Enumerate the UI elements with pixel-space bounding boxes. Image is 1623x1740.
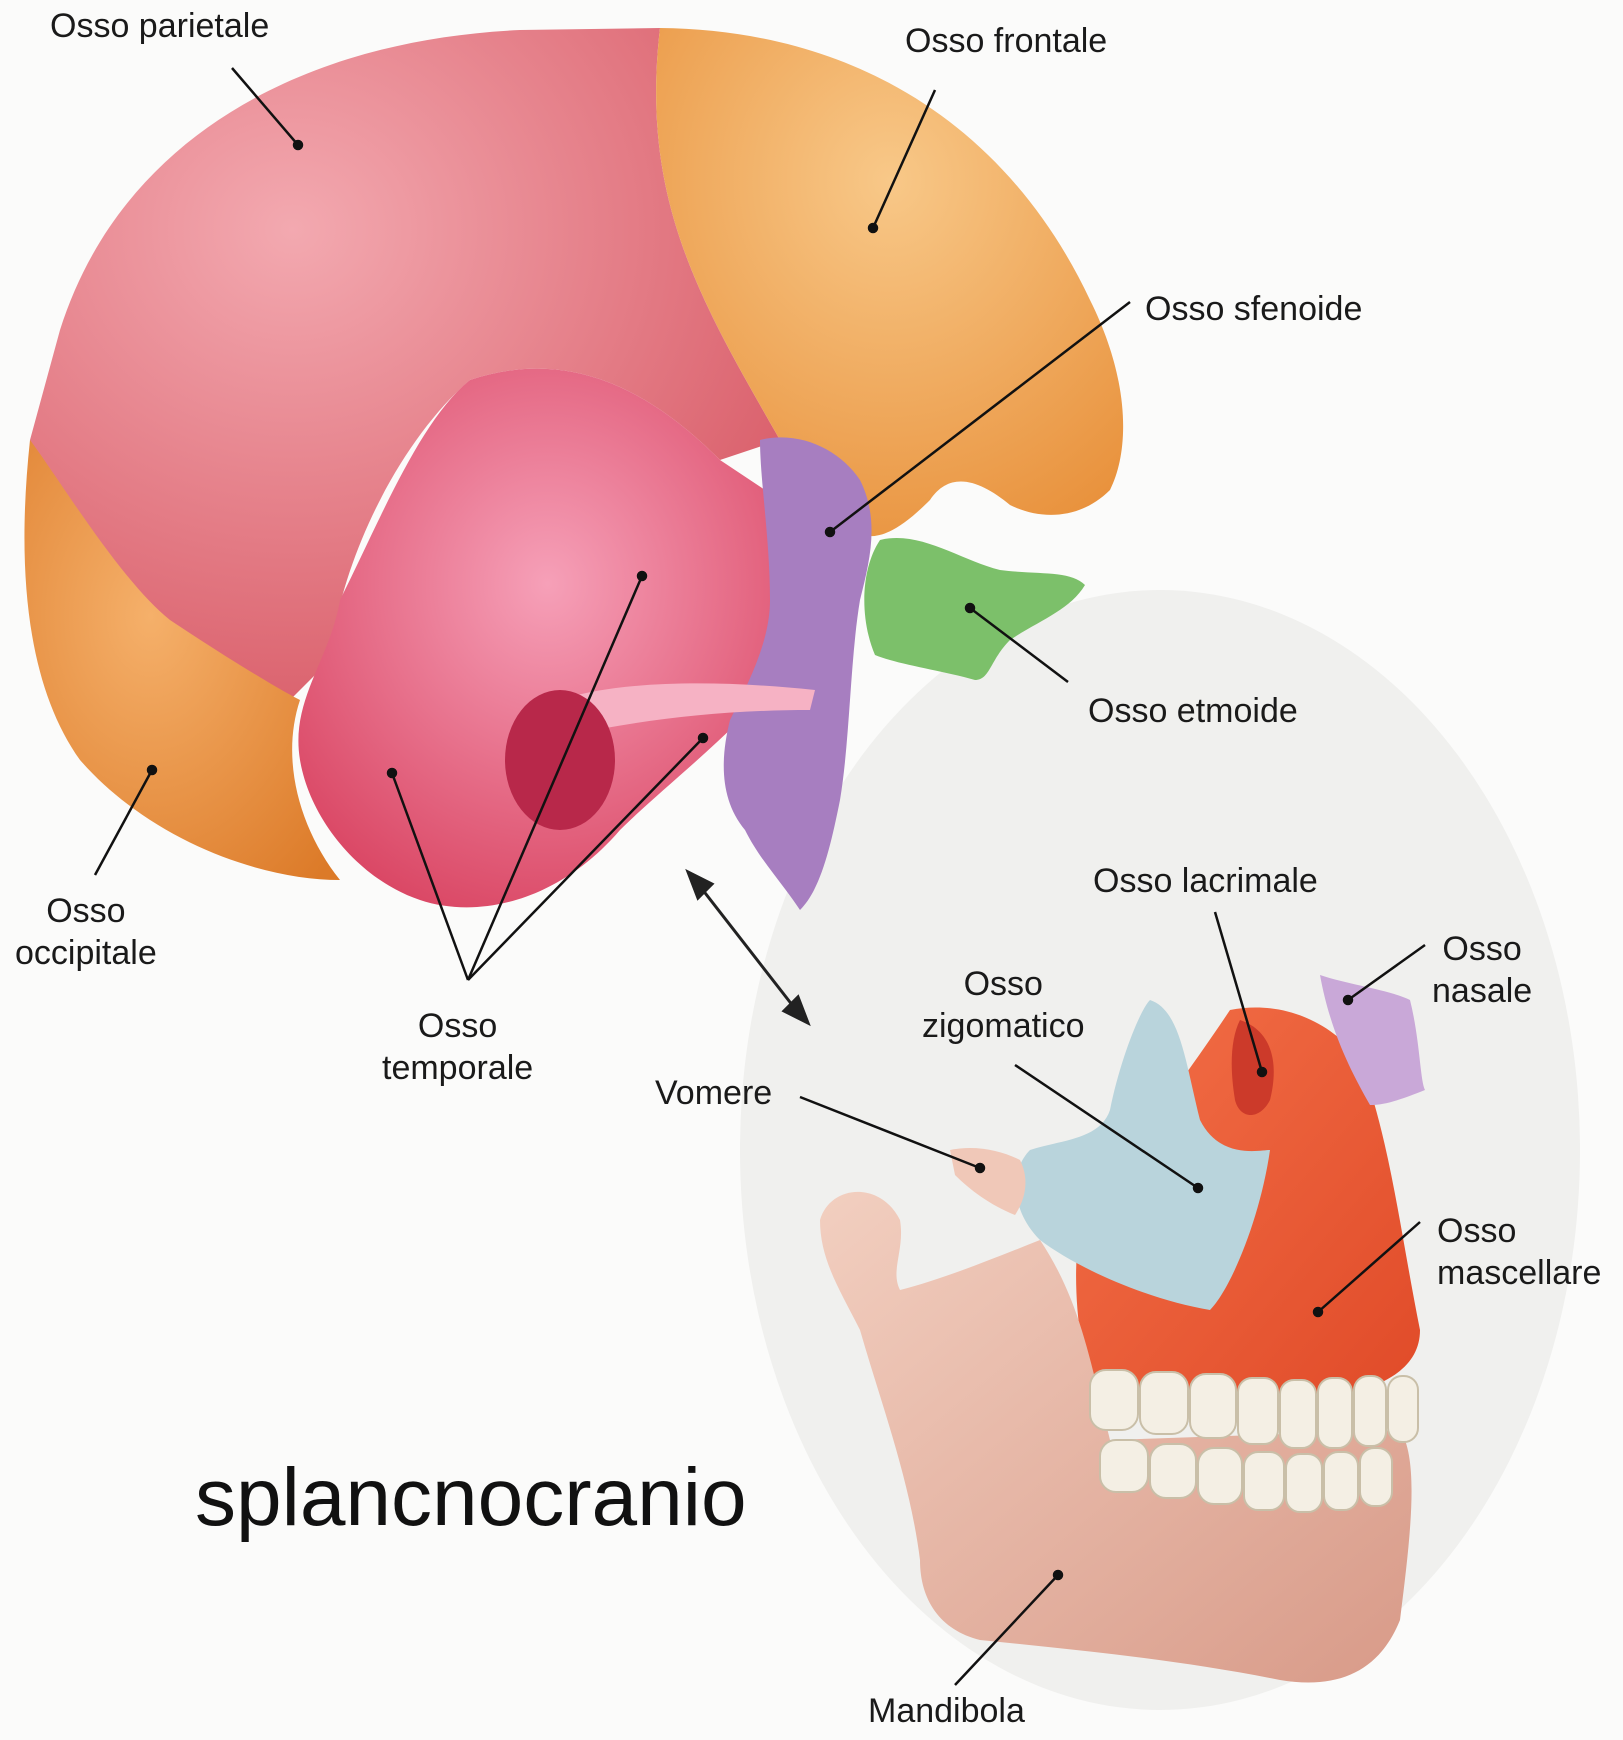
label-temporal: Osso temporale: [382, 1005, 533, 1089]
label-zygomatic: Osso zigomatico: [922, 963, 1085, 1047]
label-lacrimal: Osso lacrimale: [1093, 860, 1318, 902]
label-parietal: Osso parietale: [50, 5, 269, 47]
frontal-bone: [656, 28, 1123, 536]
label-occipital: Osso occipitale: [15, 890, 157, 974]
diagram-title: splancnocranio: [195, 1450, 747, 1546]
teeth: [1090, 1370, 1418, 1512]
ear-canal: [505, 690, 615, 830]
label-vomer: Vomere: [655, 1072, 772, 1114]
label-sphenoid: Osso sfenoide: [1145, 288, 1362, 330]
label-maxillary: Osso mascellare: [1437, 1210, 1601, 1294]
label-mandible: Mandibola: [868, 1690, 1025, 1732]
label-frontal: Osso frontale: [905, 20, 1107, 62]
label-nasal: Osso nasale: [1432, 928, 1532, 1012]
label-ethmoid: Osso etmoide: [1088, 690, 1298, 732]
